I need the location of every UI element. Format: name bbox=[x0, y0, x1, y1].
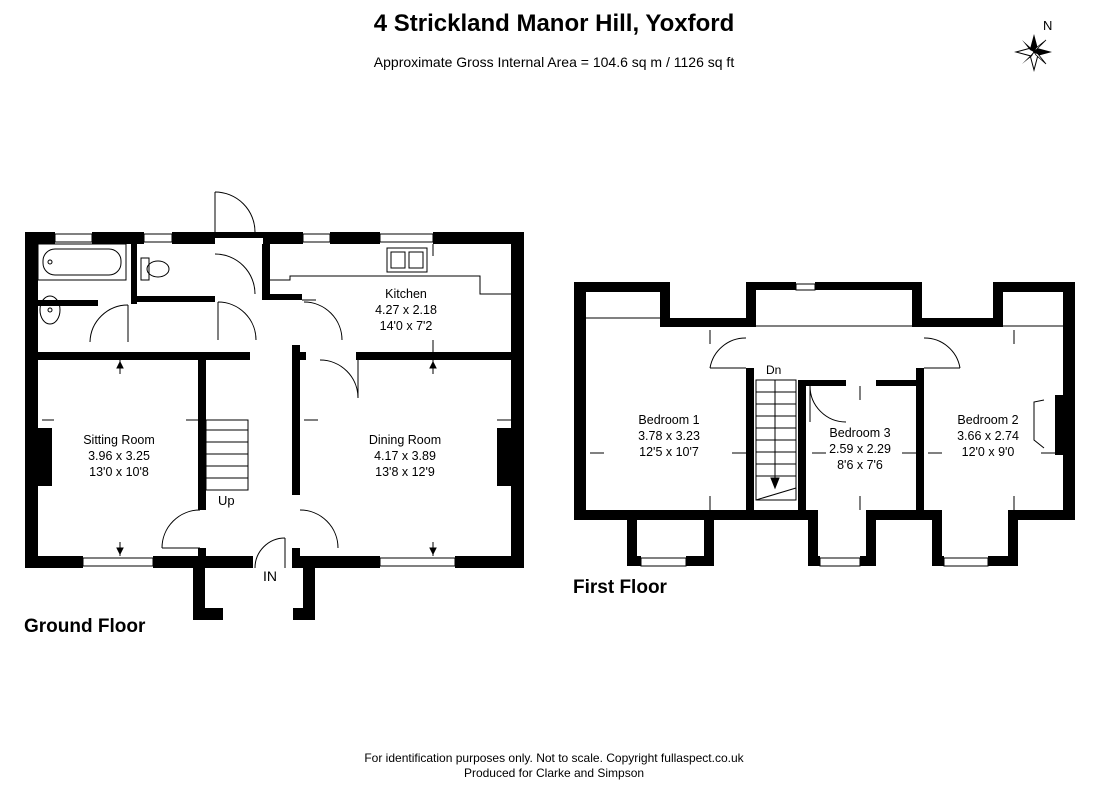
ground-floor-walls bbox=[25, 232, 524, 620]
room-dining: Dining Room 4.17 x 3.89 13'8 x 12'9 bbox=[369, 432, 441, 480]
room-imperial: 12'0 x 9'0 bbox=[961, 445, 1015, 459]
ground-floor-fixtures bbox=[37, 191, 511, 569]
room-imperial: 8'6 x 7'6 bbox=[837, 458, 883, 472]
footer-disclaimer: For identification purposes only. Not to… bbox=[364, 751, 744, 765]
room-name: Sitting Room bbox=[83, 433, 155, 447]
area-subtitle: Approximate Gross Internal Area = 104.6 … bbox=[373, 54, 735, 70]
room-metric: 4.27 x 2.18 bbox=[375, 303, 437, 317]
room-imperial: 13'0 x 10'8 bbox=[89, 465, 149, 479]
room-name: Bedroom 1 bbox=[638, 413, 700, 427]
entrance-label: IN bbox=[263, 568, 277, 584]
room-sitting: Sitting Room 3.96 x 3.25 13'0 x 10'8 bbox=[83, 432, 155, 480]
room-name: Dining Room bbox=[368, 433, 442, 447]
compass-rose-icon bbox=[1014, 34, 1052, 72]
page-title: 4 Strickland Manor Hill, Yoxford bbox=[373, 10, 735, 37]
sink-icon bbox=[386, 247, 428, 273]
room-bedroom-2: Bedroom 2 3.66 x 2.74 12'0 x 9'0 bbox=[957, 412, 1019, 460]
room-imperial: 14'0 x 7'2 bbox=[379, 319, 433, 333]
room-imperial: 13'8 x 12'9 bbox=[375, 465, 435, 479]
room-metric: 3.96 x 3.25 bbox=[88, 449, 150, 463]
footer-produced-for: Produced for Clarke and Simpson bbox=[463, 766, 645, 780]
room-bedroom-3: Bedroom 3 2.59 x 2.29 8'6 x 7'6 bbox=[829, 425, 891, 473]
first-floor-fixtures bbox=[586, 283, 1063, 567]
room-bedroom-1: Bedroom 1 3.78 x 3.23 12'5 x 10'7 bbox=[638, 412, 700, 460]
room-kitchen: Kitchen 4.27 x 2.18 14'0 x 7'2 bbox=[375, 286, 437, 334]
stairs-up-label: Up bbox=[218, 493, 235, 508]
bathtub-icon bbox=[37, 243, 127, 281]
room-metric: 4.17 x 3.89 bbox=[374, 449, 436, 463]
first-floor-label: First Floor bbox=[573, 577, 667, 598]
basin-icon bbox=[39, 295, 61, 325]
toilet-icon bbox=[140, 257, 170, 281]
room-name: Bedroom 3 bbox=[829, 426, 891, 440]
compass-north-label: N bbox=[1043, 18, 1053, 33]
room-metric: 2.59 x 2.29 bbox=[829, 442, 891, 456]
ground-floor-label: Ground Floor bbox=[24, 616, 146, 637]
room-name: Bedroom 2 bbox=[957, 413, 1019, 427]
room-imperial: 12'5 x 10'7 bbox=[639, 445, 699, 459]
room-metric: 3.78 x 3.23 bbox=[638, 429, 700, 443]
stairs-down-label: Dn bbox=[766, 363, 782, 377]
room-name: Kitchen bbox=[385, 287, 427, 301]
first-floor-walls bbox=[574, 282, 1075, 566]
room-metric: 3.66 x 2.74 bbox=[957, 429, 1019, 443]
